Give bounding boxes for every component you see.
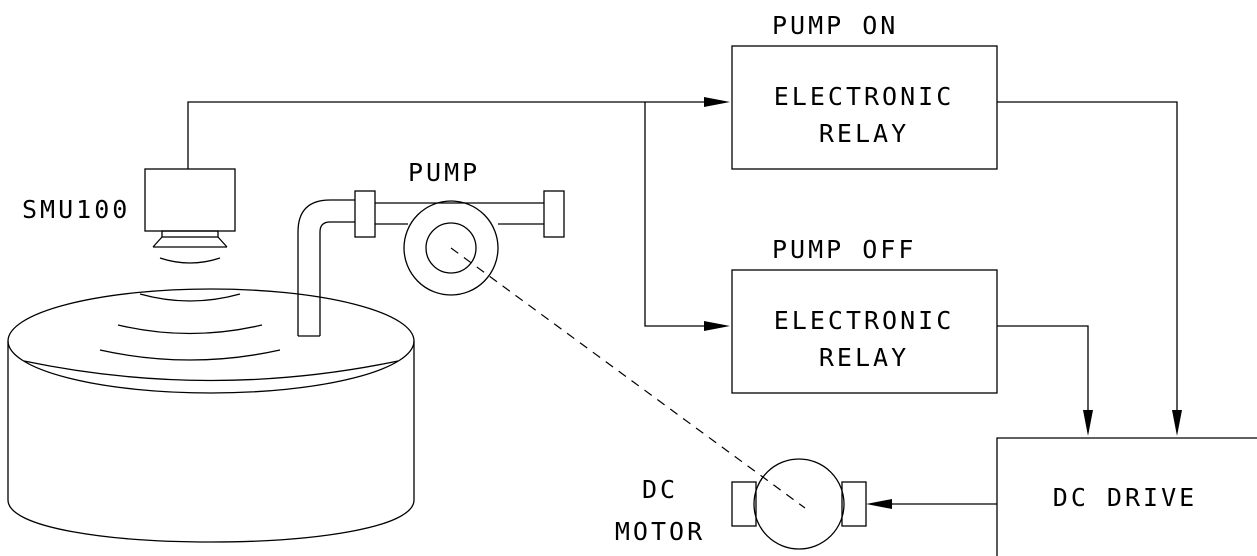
pump: [297, 190, 565, 337]
pump-off-relay-line2: RELAY: [819, 343, 909, 372]
signal-wiring: [187, 97, 1182, 509]
dc-drive-box: [996, 437, 1257, 556]
sensor-label: SMU100: [22, 195, 130, 224]
pump-off-relay-box: [731, 269, 998, 394]
pump-on-relay-line2: RELAY: [819, 119, 909, 148]
dc-motor-label-line2: MOTOR: [615, 517, 705, 546]
pump-on-relay-box: [731, 45, 998, 170]
pump-on-title: PUMP ON: [772, 11, 898, 40]
dc-motor-label-line1: DC: [642, 475, 678, 504]
motor-shaft-link: [450, 247, 806, 509]
smu100-sensor: [144, 168, 236, 248]
dc-drive-label: DC DRIVE: [1053, 483, 1197, 512]
dc-motor: [731, 458, 867, 550]
pump-on-relay-line1: ELECTRONIC: [774, 82, 955, 111]
tank: [7, 288, 415, 543]
ultrasonic-waves: [99, 257, 281, 361]
pump-off-relay-line1: ELECTRONIC: [774, 306, 955, 335]
pump-label: PUMP: [408, 158, 480, 187]
pump-off-title: PUMP OFF: [772, 235, 916, 264]
